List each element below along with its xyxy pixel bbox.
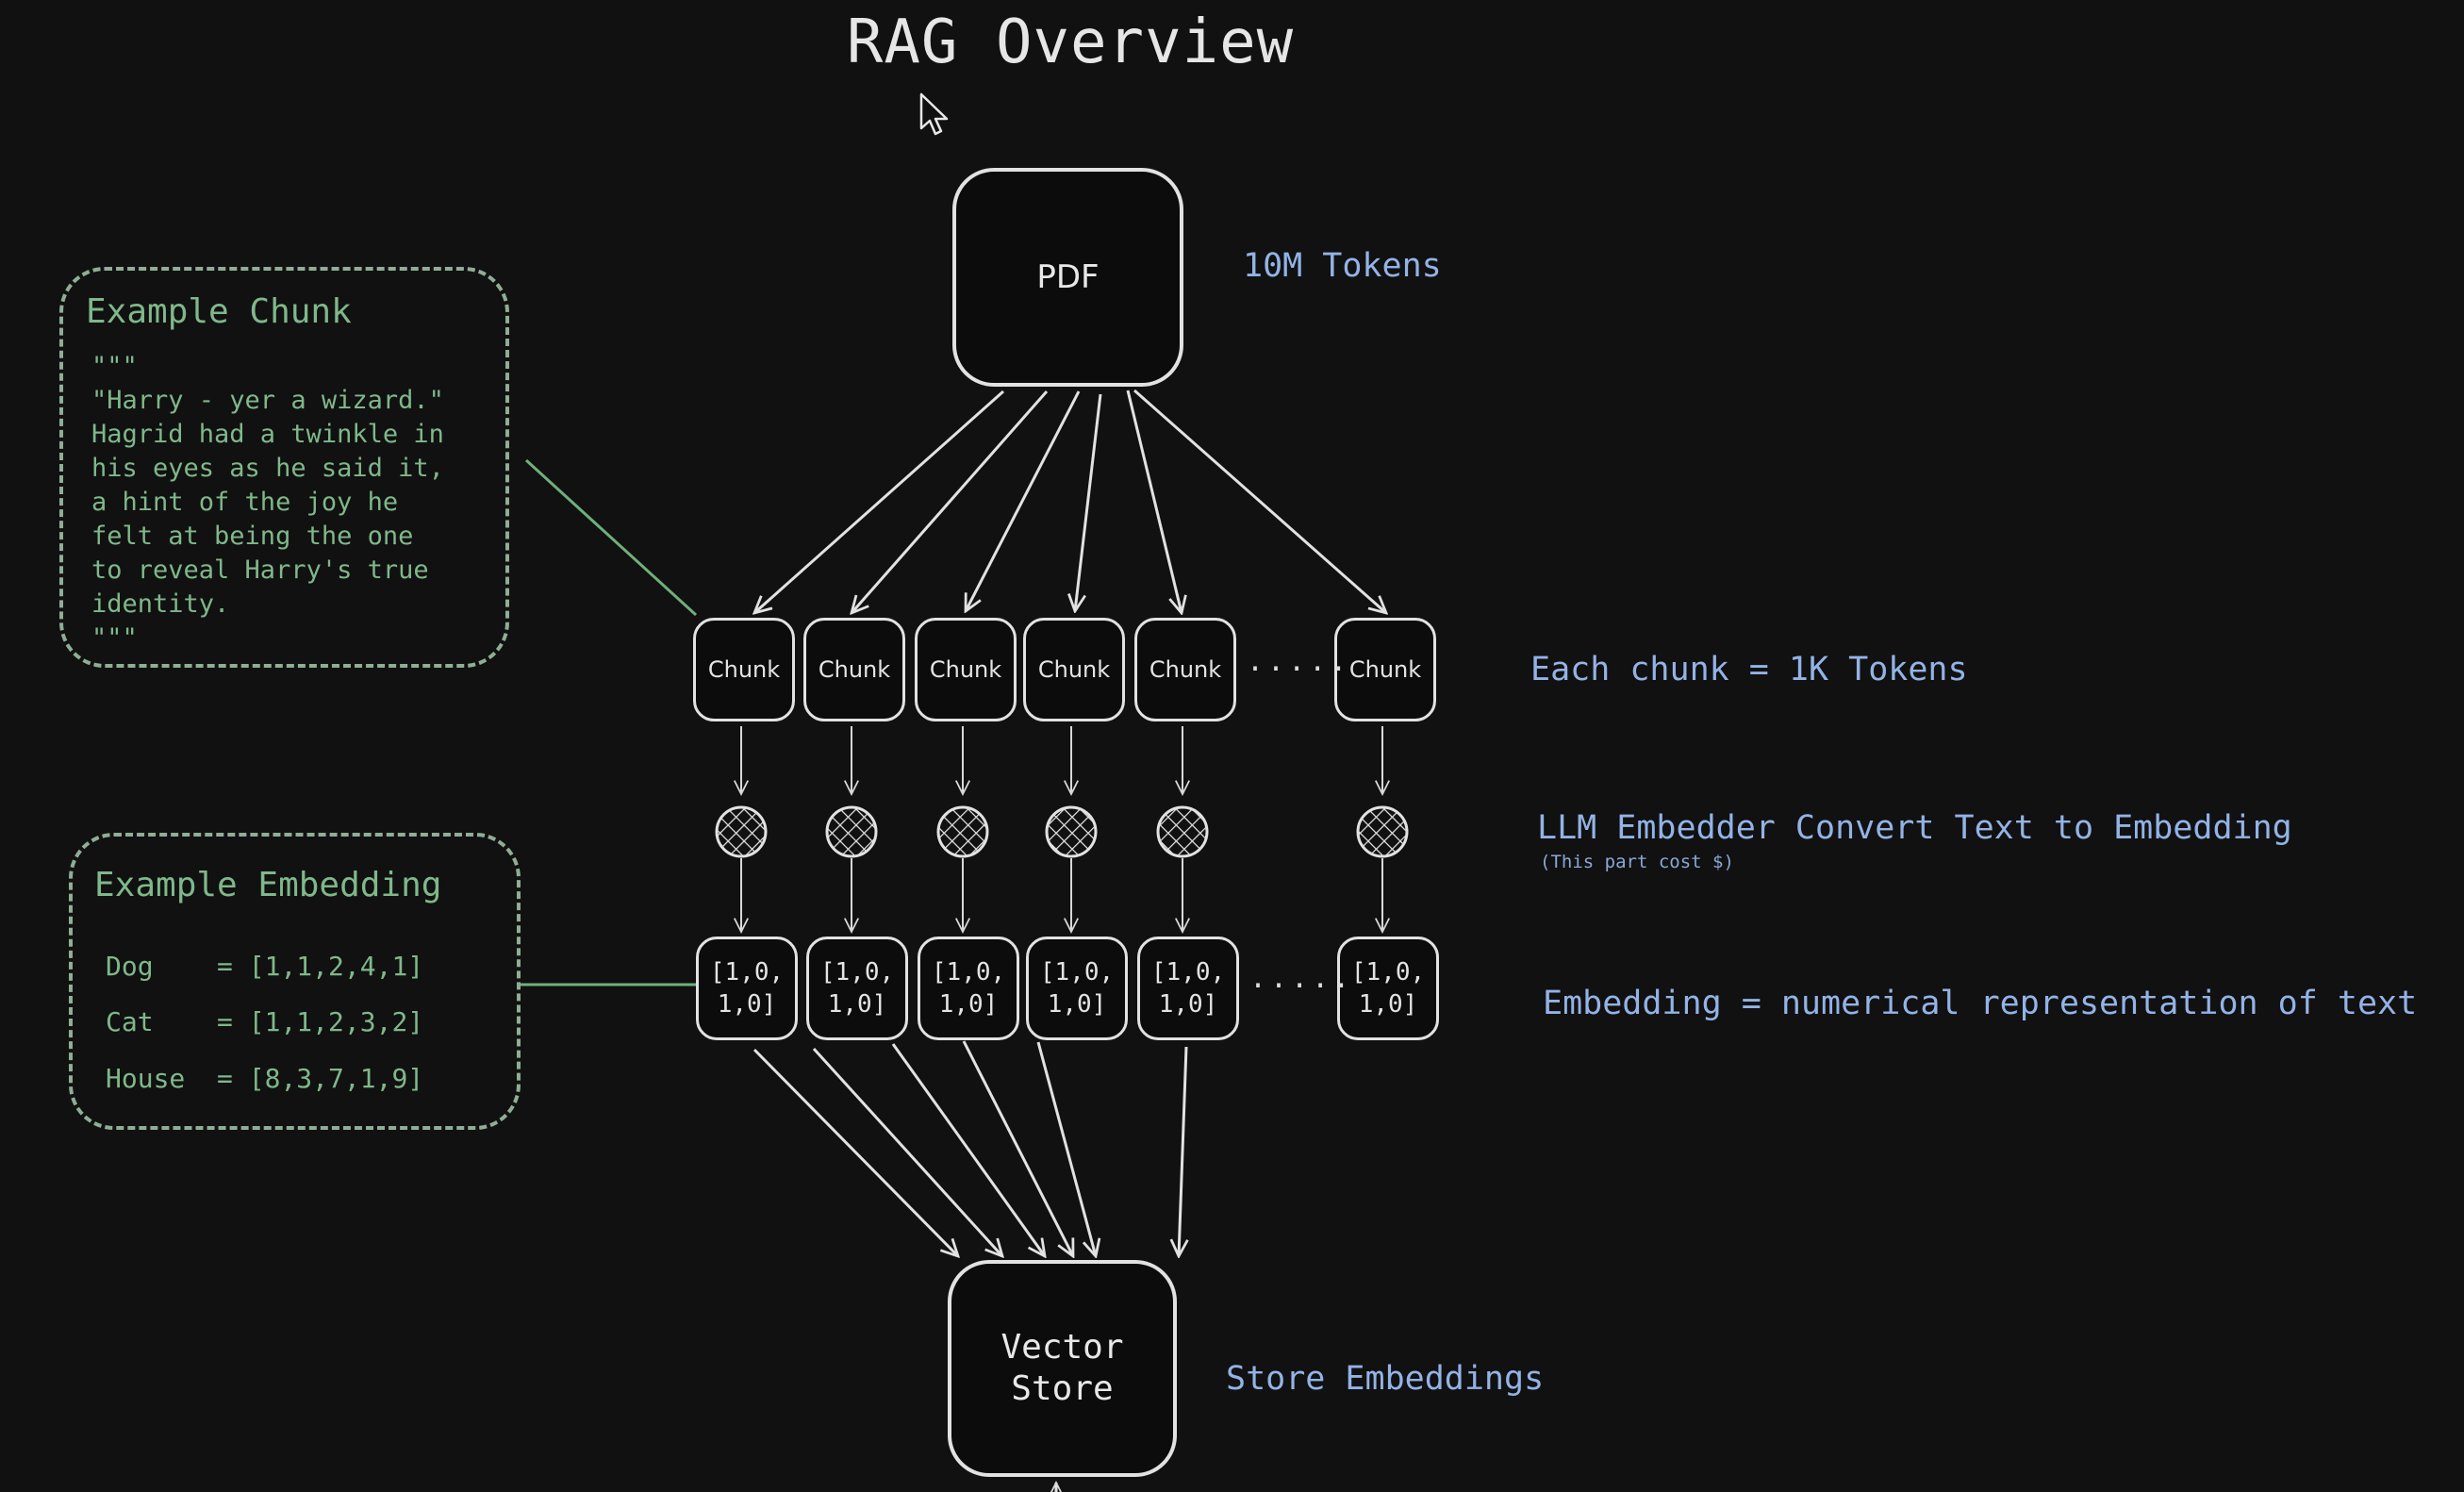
globe-icon: [1156, 805, 1209, 858]
example-chunk-box: [59, 267, 509, 668]
example-embedding-row: Dog = [1,1,2,4,1]: [106, 951, 423, 982]
embedding-node[interactable]: [1,0, 1,0]: [1337, 937, 1439, 1040]
pdf-tokens-label: 10M Tokens: [1243, 247, 1442, 285]
arrow: [1126, 390, 1182, 613]
globe-icon: [715, 805, 768, 858]
globe-outline: [1356, 805, 1409, 858]
embedding-vector: = [1,1,2,4,1]: [217, 951, 424, 982]
chunk-to-embedder-arrows: [741, 726, 1382, 794]
embedding-node-label: [1,0, 1,0]: [1350, 958, 1426, 1019]
arrow: [891, 1043, 1045, 1256]
vector-store-node[interactable]: Vector Store: [948, 1260, 1177, 1477]
chunk-tokens-label: Each chunk = 1K Tokens: [1530, 651, 1968, 688]
embedding-node-label: [1,0, 1,0]: [709, 958, 785, 1019]
pdf-node-label: PDF: [1036, 258, 1100, 296]
chunk-node-label: Chunk: [1348, 656, 1422, 683]
example-embedding-row: Cat = [1,1,2,3,2]: [106, 1006, 423, 1037]
arrow: [1075, 393, 1102, 611]
chunk-node[interactable]: Chunk: [915, 618, 1017, 721]
embedding-node[interactable]: [1,0, 1,0]: [918, 937, 1019, 1040]
chunk-node[interactable]: Chunk: [1134, 618, 1236, 721]
globe-outline: [1156, 805, 1209, 858]
globe-icon: [936, 805, 989, 858]
page-title: RAG Overview: [846, 8, 1295, 77]
arrow: [752, 1048, 958, 1256]
arrow: [1133, 389, 1386, 613]
embedding-ellipsis: .....: [1249, 962, 1354, 995]
arrow: [852, 390, 1049, 613]
embedding-word: Cat: [106, 1006, 186, 1037]
arrow: [962, 1040, 1073, 1256]
embedding-node-label: [1,0, 1,0]: [1039, 958, 1115, 1019]
embedding-vector: = [1,1,2,3,2]: [217, 1006, 424, 1037]
embedding-node[interactable]: [1,0, 1,0]: [1137, 937, 1239, 1040]
pdf-node[interactable]: PDF: [952, 168, 1183, 387]
chunk-node-label: Chunk: [1149, 656, 1222, 683]
chunk-node-label: Chunk: [818, 656, 891, 683]
chunk-ellipsis: .....: [1247, 645, 1351, 678]
mouse-pointer-icon: [919, 92, 949, 136]
example-chunk-text: """ "Harry - yer a wizard." Hagrid had a…: [91, 352, 444, 653]
chunk-node-label: Chunk: [1037, 656, 1111, 683]
embedding-word: Dog: [106, 951, 186, 982]
embedding-node-label: [1,0, 1,0]: [819, 958, 895, 1019]
example-embedding-title: Example Embedding: [94, 866, 442, 904]
chunk-node[interactable]: Chunk: [803, 618, 905, 721]
chunk-node[interactable]: Chunk: [693, 618, 795, 721]
embedding-definition-label: Embedding = numerical representation of …: [1543, 985, 2418, 1022]
arrow: [812, 1047, 1002, 1256]
arrow: [1036, 1041, 1096, 1256]
store-embeddings-label: Store Embeddings: [1226, 1360, 1545, 1398]
chunk-node-label: Chunk: [929, 656, 1002, 683]
example-embedding-box: [69, 833, 521, 1130]
globe-icon: [1356, 805, 1409, 858]
embedding-node[interactable]: [1,0, 1,0]: [806, 937, 908, 1040]
example-chunk-title: Example Chunk: [86, 292, 352, 331]
arrow: [966, 390, 1081, 611]
embedding-node[interactable]: [1,0, 1,0]: [696, 937, 798, 1040]
pdf-to-chunk-arrows: [754, 389, 1386, 613]
chunk-connector-line: [524, 458, 698, 617]
example-embedding-row: House = [8,3,7,1,9]: [106, 1063, 423, 1094]
globe-outline: [1045, 805, 1098, 858]
embedder-to-embedding-arrows: [741, 858, 1382, 932]
embedder-globes: [715, 805, 1409, 858]
chunk-node[interactable]: Chunk: [1334, 618, 1436, 721]
globe-icon: [825, 805, 878, 858]
embedding-vector: = [8,3,7,1,9]: [217, 1063, 424, 1094]
globe-icon: [1045, 805, 1098, 858]
globe-outline: [936, 805, 989, 858]
vector-store-label: Vector Store: [1000, 1328, 1124, 1408]
arrow: [1179, 1046, 1186, 1256]
embedder-cost-note: (This part cost $): [1540, 852, 1734, 872]
embedding-node-label: [1,0, 1,0]: [1150, 958, 1226, 1019]
chunk-node[interactable]: Chunk: [1023, 618, 1125, 721]
globe-outline: [715, 805, 768, 858]
embedder-label: LLM Embedder Convert Text to Embedding: [1537, 809, 2292, 847]
arrow: [754, 390, 1004, 613]
globe-outline: [825, 805, 878, 858]
embedding-to-store-arrows: [752, 1040, 1186, 1256]
embedding-node-label: [1,0, 1,0]: [931, 958, 1006, 1019]
embedding-node[interactable]: [1,0, 1,0]: [1026, 937, 1128, 1040]
embedding-word: House: [106, 1063, 186, 1094]
chunk-node-label: Chunk: [707, 656, 781, 683]
